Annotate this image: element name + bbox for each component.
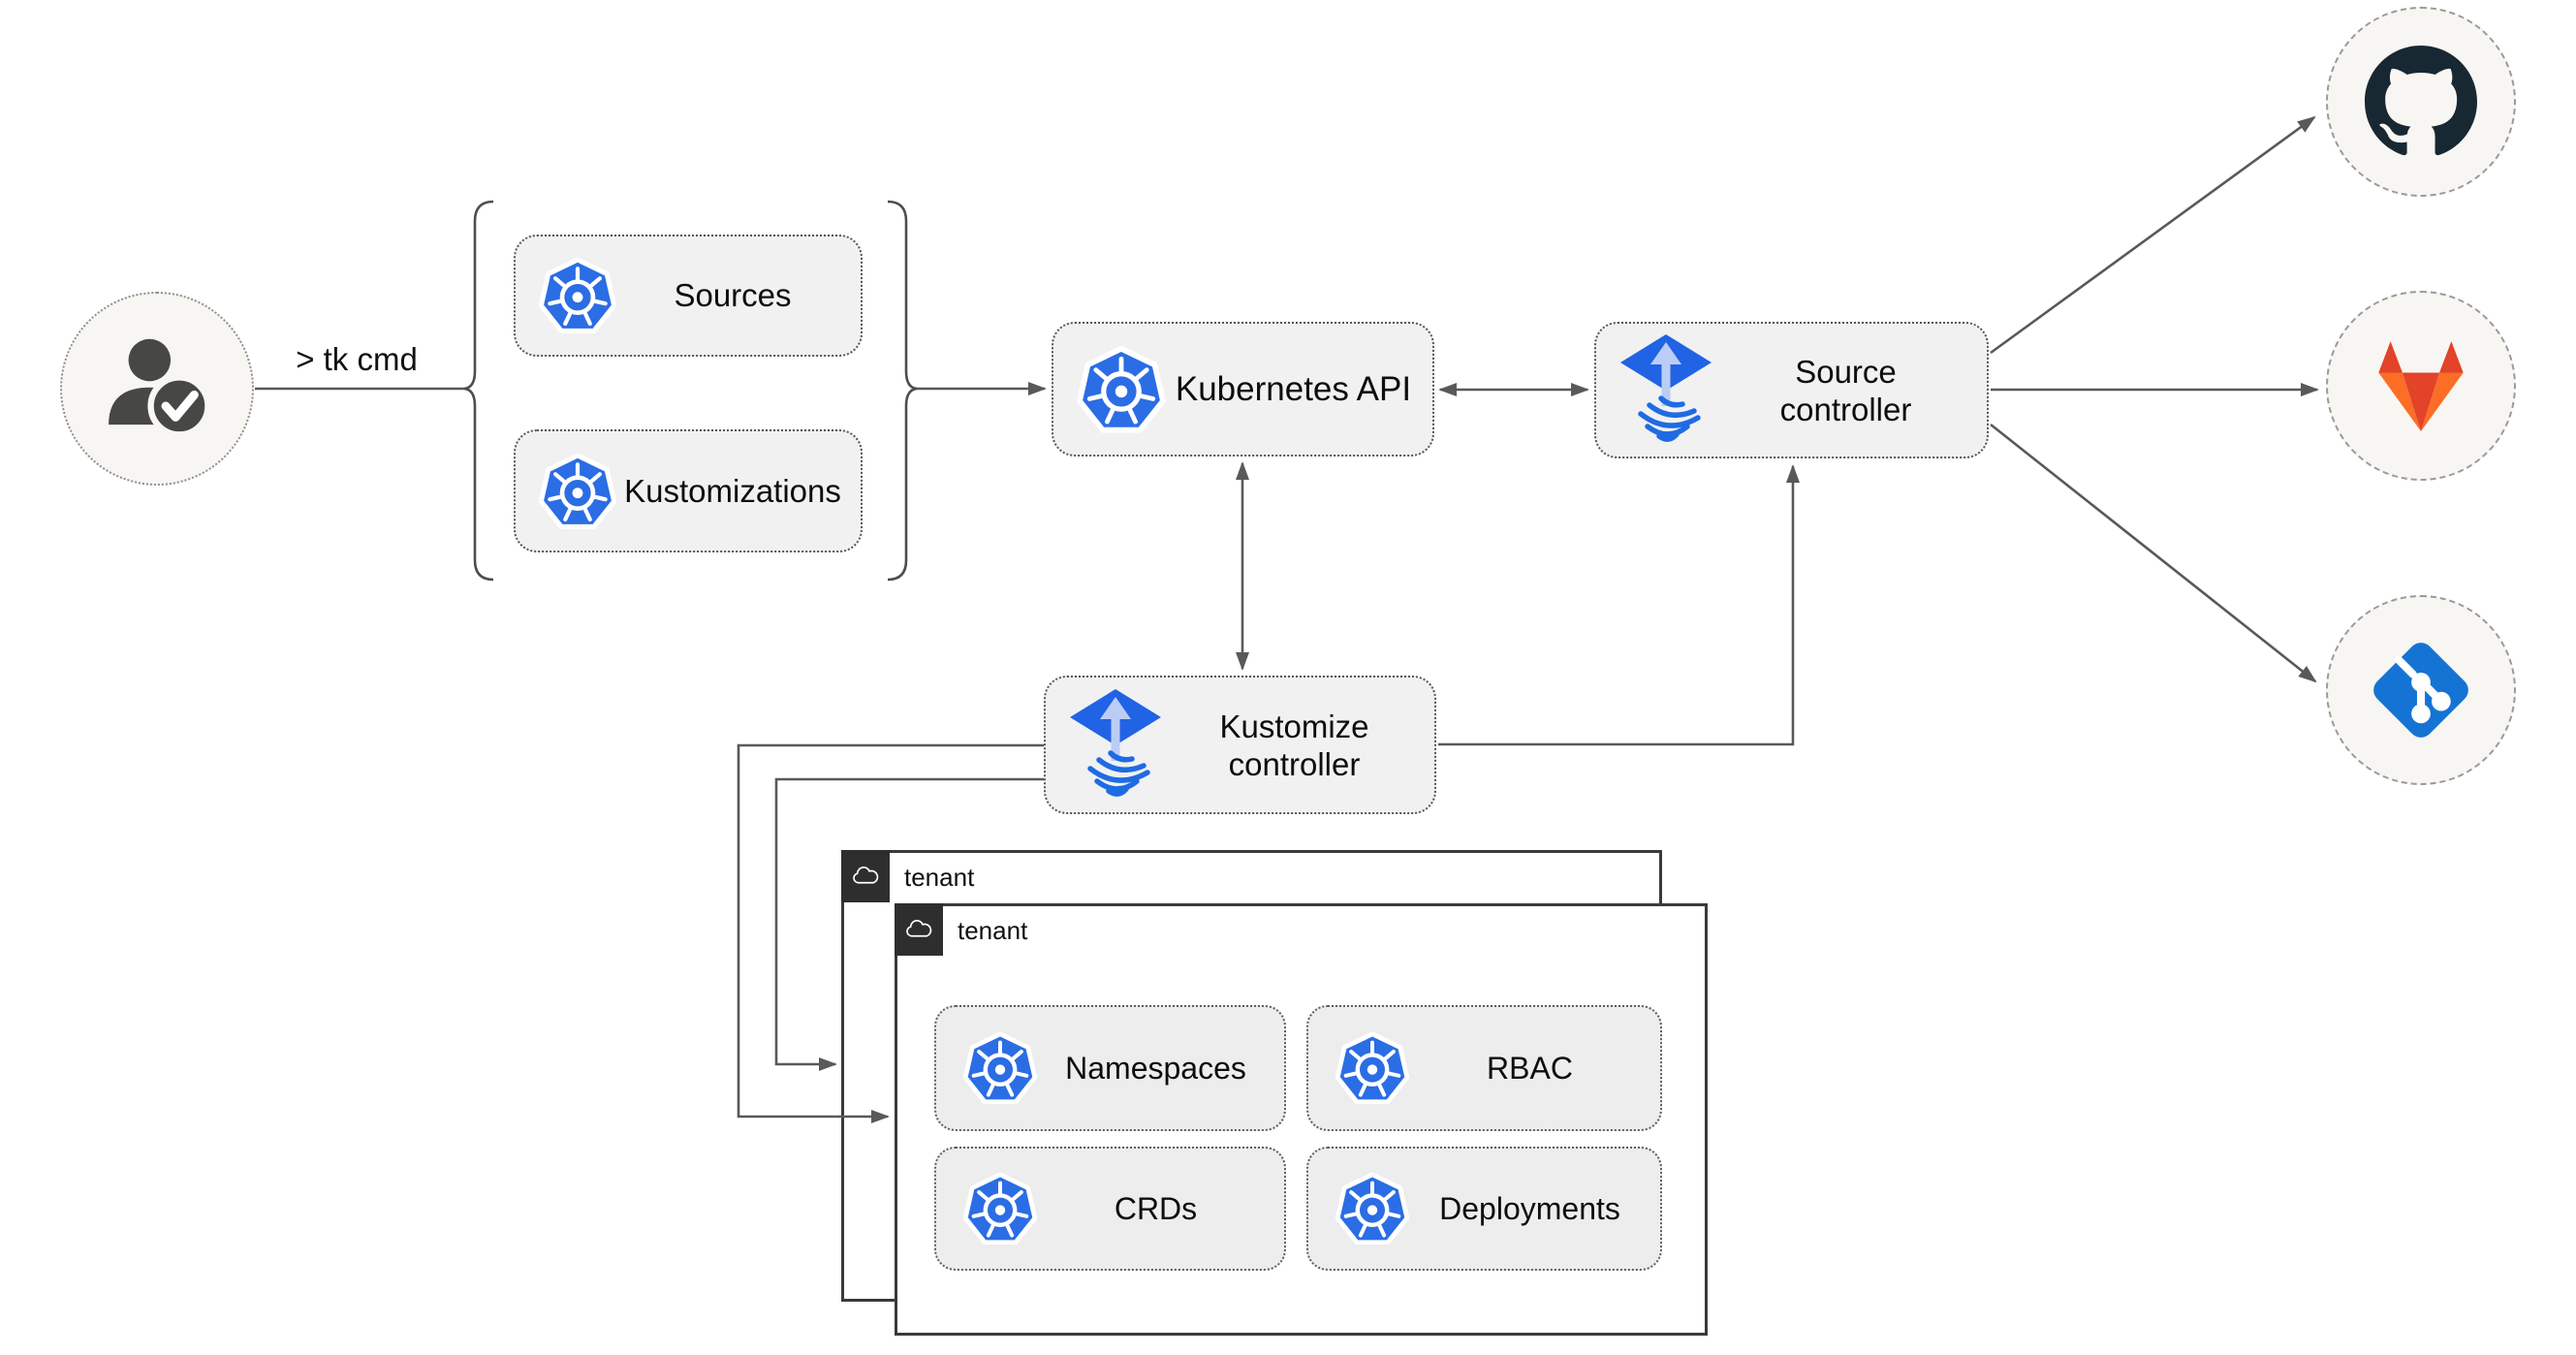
kustomize-controller-line2: controller	[1228, 745, 1361, 782]
kustomize-controller-node: Kustomize controller	[1044, 676, 1436, 814]
flux-controller-icon	[1067, 686, 1164, 804]
git-node	[2326, 595, 2516, 785]
source-controller-line1: Source	[1795, 353, 1897, 390]
kubernetes-wheel-icon	[961, 1029, 1039, 1107]
kustomize-controller-line1: Kustomize	[1219, 708, 1369, 744]
crds-label: CRDs	[1114, 1190, 1198, 1226]
namespaces-label: Namespaces	[1065, 1050, 1246, 1086]
kustomizations-label: Kustomizations	[624, 472, 841, 509]
gitlab-tanuki-icon	[2367, 335, 2475, 436]
user-check-icon	[95, 327, 219, 451]
tenant-front-label: tenant	[958, 916, 1028, 945]
github-octocat-icon	[2365, 46, 2477, 158]
user-node	[60, 292, 254, 486]
tenant-box-front: tenant Namespaces	[895, 903, 1708, 1336]
cloud-icon	[895, 903, 943, 956]
edge-source-to-git	[1990, 423, 2317, 683]
namespaces-node: Namespaces	[934, 1005, 1286, 1131]
left-bracket	[463, 200, 494, 582]
tk-cmd-label: > tk cmd	[296, 341, 418, 377]
edge-source-to-github	[1990, 115, 2316, 355]
rbac-label: RBAC	[1487, 1050, 1573, 1086]
sources-label: Sources	[674, 277, 792, 313]
kubernetes-wheel-icon	[1075, 343, 1168, 436]
deployments-label: Deployments	[1439, 1190, 1620, 1226]
github-node	[2326, 7, 2516, 197]
tenant-back-label: tenant	[904, 863, 975, 892]
kubernetes-api-node: Kubernetes API	[1052, 322, 1434, 457]
flux-controller-icon	[1618, 331, 1714, 450]
gitlab-node	[2326, 291, 2516, 481]
kustomize-controller-label: Kustomize controller	[1164, 708, 1434, 783]
git-branch-icon	[2365, 634, 2477, 746]
cloud-icon	[841, 850, 890, 902]
kubernetes-wheel-icon	[1334, 1029, 1411, 1107]
source-controller-label: Source controller	[1714, 353, 1987, 428]
kubernetes-wheel-icon	[961, 1170, 1039, 1247]
source-controller-node: Source controller	[1594, 322, 1989, 458]
deployments-node: Deployments	[1306, 1147, 1662, 1271]
kubernetes-wheel-icon	[537, 451, 618, 532]
source-controller-line2: controller	[1779, 391, 1912, 427]
kubernetes-api-label: Kubernetes API	[1175, 369, 1412, 408]
right-bracket	[887, 200, 918, 582]
kustomizations-node: Kustomizations	[514, 429, 863, 552]
rbac-node: RBAC	[1306, 1005, 1662, 1131]
edge-kustomize-to-source-controller	[1438, 464, 1800, 746]
kubernetes-wheel-icon	[1334, 1170, 1411, 1247]
crds-node: CRDs	[934, 1147, 1286, 1271]
kubernetes-wheel-icon	[537, 255, 618, 336]
sources-node: Sources	[514, 235, 863, 357]
